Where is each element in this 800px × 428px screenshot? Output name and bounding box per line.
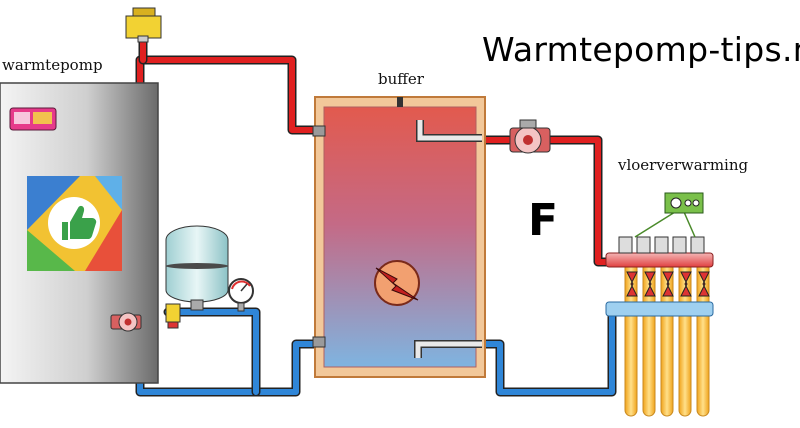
return-manifold (605, 301, 714, 317)
thumbs-up-icon (27, 176, 122, 271)
f-marker-label: F (528, 195, 559, 246)
circulation-pump-icon (509, 119, 551, 154)
supply-manifold (605, 252, 714, 268)
valve-icon (165, 303, 181, 329)
site-title: Warmtepomp-tips.nl (482, 30, 800, 69)
pressure-gauge-icon (228, 278, 254, 312)
manifold-valves (618, 236, 710, 297)
expansion-vessel (165, 225, 229, 311)
valve-icon (125, 7, 162, 43)
buffer-tank (312, 96, 486, 378)
lightning-icon (374, 260, 420, 306)
buffer-label: buffer (378, 70, 424, 88)
thermostat-controller (634, 192, 704, 238)
floor-heating-label: vloerverwarming (618, 156, 749, 174)
floor-heating-loops (624, 261, 710, 417)
circulation-pump-icon (110, 312, 142, 332)
heat-pump-label: warmtepomp (2, 56, 103, 74)
